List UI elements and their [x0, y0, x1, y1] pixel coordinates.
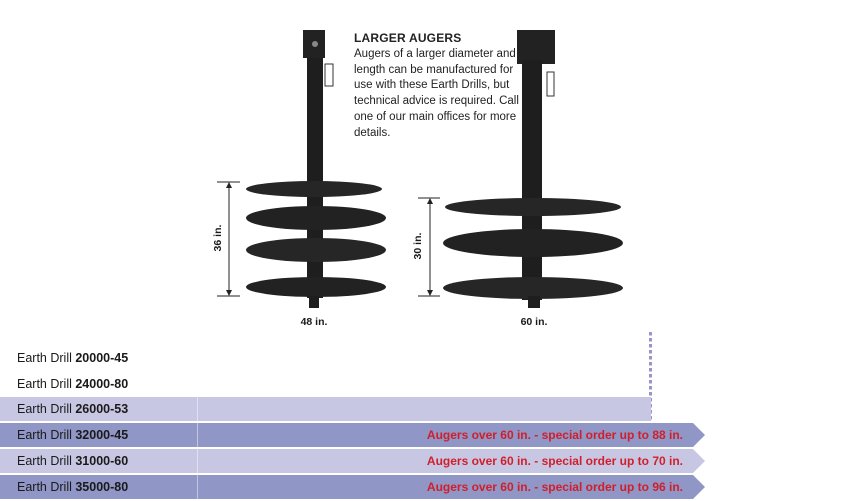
row-label: Earth Drill 35000-80: [17, 480, 129, 494]
model-number: 31000-60: [75, 454, 129, 468]
row-label: Earth Drill 26000-53: [17, 402, 129, 416]
auger-48-diameter-label: 48 in.: [300, 316, 328, 328]
row-divider: [197, 423, 198, 447]
row-label: Earth Drill 24000-80: [17, 377, 129, 391]
note-title: LARGER AUGERS: [354, 31, 462, 45]
earth-drill-table: Earth Drill 20000-45 Earth Drill 24000-8…: [0, 342, 851, 500]
special-order-note: Augers over 60 in. - special order up to…: [426, 428, 683, 442]
table-row: Earth Drill 32000-45 Augers over 60 in. …: [0, 423, 851, 449]
model-number: 24000-80: [75, 377, 129, 391]
model-number: 35000-80: [75, 480, 129, 494]
auger-figure: LARGER AUGERS Augers of a larger diamete…: [212, 30, 623, 328]
row-arrow: [693, 423, 705, 447]
auger-60-diameter-label: 60 in.: [520, 316, 548, 328]
auger-illustration: [217, 30, 623, 308]
row-label: Earth Drill 20000-45: [17, 351, 129, 365]
table-row: Earth Drill 20000-45: [0, 346, 851, 372]
row-divider: [197, 397, 198, 421]
row-bar: [0, 423, 693, 447]
max-diameter-marker: [649, 332, 652, 422]
model-number: 32000-45: [75, 428, 129, 442]
row-label: Earth Drill 32000-45: [17, 428, 129, 442]
row-bar: [0, 449, 693, 473]
note-body: Augers of a larger diameter and length c…: [354, 47, 519, 139]
special-order-note: Augers over 60 in. - special order up to…: [426, 480, 683, 494]
table-row: Earth Drill 26000-53: [0, 397, 851, 423]
larger-augers-note: LARGER AUGERS Augers of a larger diamete…: [354, 31, 524, 142]
row-arrow: [693, 475, 705, 499]
special-order-note: Augers over 60 in. - special order up to…: [426, 454, 683, 468]
model-number: 20000-45: [75, 351, 129, 365]
table-row: Earth Drill 31000-60 Augers over 60 in. …: [0, 449, 851, 475]
row-bar: [0, 397, 651, 421]
auger-48-length-label: 36 in.: [212, 224, 224, 252]
row-divider: [197, 475, 198, 499]
table-row: Earth Drill 35000-80 Augers over 60 in. …: [0, 475, 851, 501]
row-divider: [197, 449, 198, 473]
model-number: 26000-53: [75, 402, 129, 416]
auger-60-length-label: 30 in.: [412, 232, 424, 260]
auger-48-image: [217, 30, 386, 308]
row-arrow: [693, 449, 705, 473]
row-bar: [0, 475, 693, 499]
row-label: Earth Drill 31000-60: [17, 454, 129, 468]
auger-60-image: [418, 30, 623, 308]
table-row: Earth Drill 24000-80: [0, 372, 851, 398]
